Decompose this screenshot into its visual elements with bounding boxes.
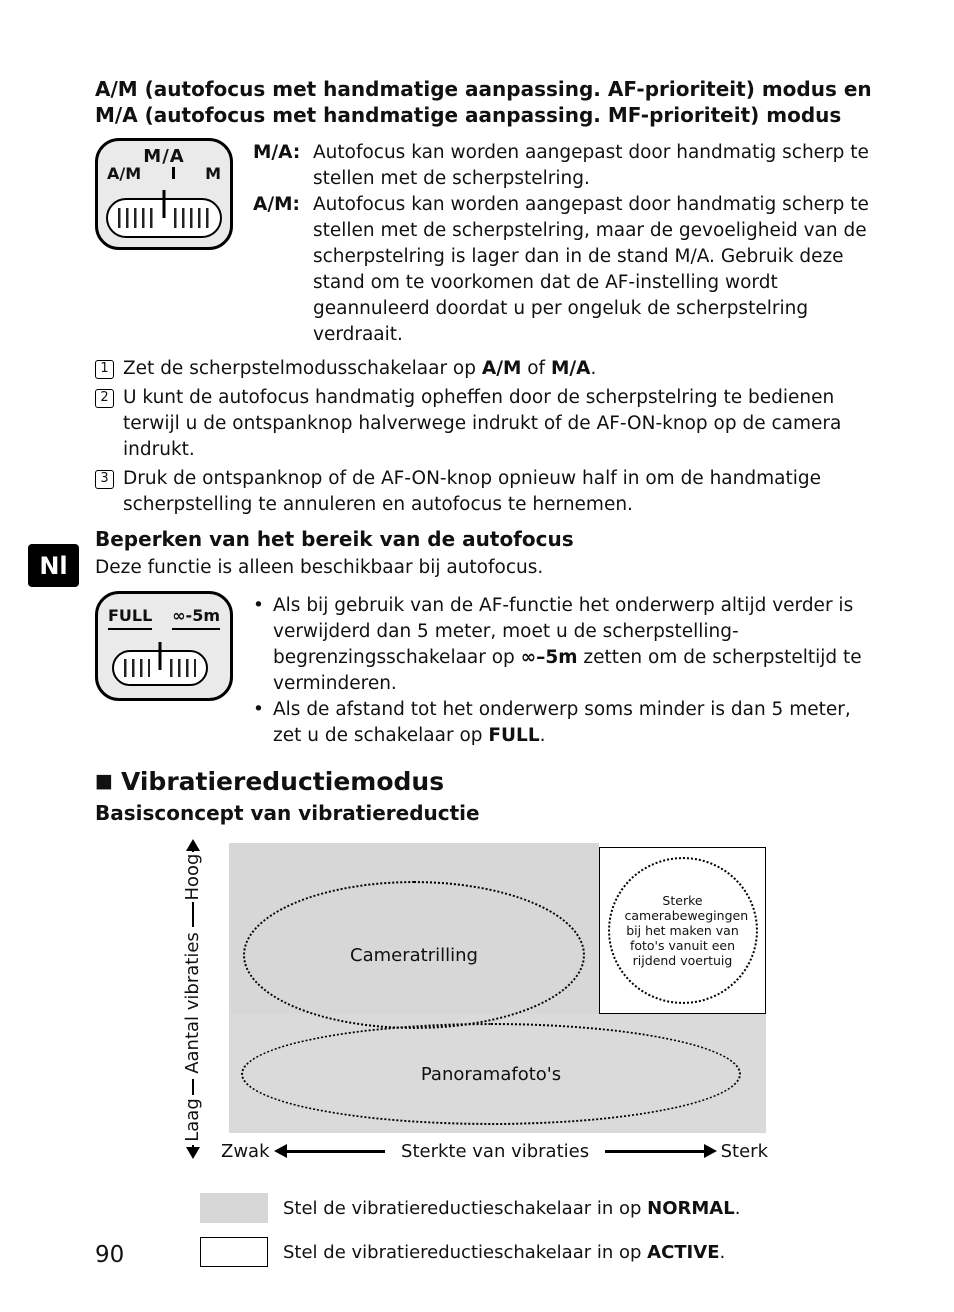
afm-section-heading: A/M (autofocus met handmatige aanpassing… <box>95 76 879 128</box>
bullet-full-range-text: Als de afstand tot het onderwerp soms mi… <box>273 697 879 749</box>
bullet-af-range-text: Als bij gebruik van de AF-functie het on… <box>273 593 879 697</box>
active-region-box: Sterke camerabewegingen bij het maken va… <box>599 847 766 1014</box>
step-1: 1 Zet de scherpstelmodusschakelaar op A/… <box>95 356 879 382</box>
afm-section: M/A A/M M M/A: Autofocus kan worden aang… <box>95 138 879 348</box>
bullet-1-pre: Als bij gebruik van de AF-functie het on… <box>273 595 854 668</box>
focus-mode-switch-illustration: M/A A/M M <box>95 138 233 250</box>
vr-subheading: Basisconcept van vibratiereductie <box>95 801 480 825</box>
step-2-text: U kunt de autofocus handmatig opheffen d… <box>123 387 842 460</box>
limit-intro-text: Deze functie is alleen beschikbaar bij a… <box>95 557 544 578</box>
bullet-marker: • <box>253 595 264 616</box>
afm-heading-line2: M/A (autofocus met handmatige aanpassing… <box>95 103 842 127</box>
slider-grip-left <box>118 208 154 228</box>
camera-shake-ellipse: Cameratrilling <box>243 881 585 1029</box>
vr-section-heading: ■ Vibratiereductiemodus <box>95 767 879 796</box>
bullet-af-range: • Als bij gebruik van de AF-functie het … <box>253 593 879 697</box>
afm-steps: 1 Zet de scherpstelmodusschakelaar op A/… <box>95 356 879 518</box>
step-3: 3 Druk de ontspanknop of de AF-ON-knop o… <box>95 466 879 518</box>
y-axis-high-label: Hoog <box>181 852 205 902</box>
section-square-marker: ■ <box>95 770 113 792</box>
vr-heading-text: Vibratiereductiemodus <box>120 767 445 796</box>
y-axis-title: Aantal vibraties <box>181 927 205 1079</box>
x-axis-arrow-right-icon <box>605 1145 717 1157</box>
limit-slider-grip-right <box>170 659 196 677</box>
ma-mode-description: M/A: Autofocus kan worden aangepast door… <box>253 140 879 192</box>
legend-active-bold: ACTIVE <box>647 1241 720 1263</box>
y-axis-arrow-down-icon <box>186 1147 200 1159</box>
page-content: A/M (autofocus met handmatige aanpassing… <box>95 76 879 1281</box>
limit-section: FULL ∞-5m • Als bij gebruik van de AF-fu… <box>95 591 879 749</box>
language-tab-badge: Nl <box>28 544 79 587</box>
step-1-text-pre: Zet de scherpstelmodusschakelaar op <box>123 358 482 379</box>
limit-slider-marker <box>158 642 162 670</box>
bullet-2-post: . <box>539 725 546 746</box>
step-3-number: 3 <box>95 470 114 489</box>
diagram-legend: Stel de vibratiereductieschakelaar in op… <box>200 1193 879 1267</box>
step-1-text-mid: of <box>521 358 551 379</box>
active-color-swatch <box>200 1237 268 1267</box>
step-2: 2 U kunt de autofocus handmatig opheffen… <box>95 385 879 463</box>
step-1-text-post: . <box>590 358 597 379</box>
bullet-2-bold: FULL <box>488 725 540 746</box>
legend-row-normal: Stel de vibratiereductieschakelaar in op… <box>200 1193 879 1223</box>
switch-position-ma-label: M/A <box>143 146 185 167</box>
switch-slider <box>106 190 222 238</box>
limit-switch-full-label: FULL <box>108 606 153 630</box>
legend-active-text: Stel de vibratiereductieschakelaar in op… <box>283 1242 725 1263</box>
panorama-ellipse: Panoramafoto's <box>241 1023 741 1125</box>
language-tab-label: Nl <box>39 551 68 580</box>
limit-switch-slider <box>112 642 208 686</box>
limit-slider-grip-left <box>124 659 150 677</box>
legend-normal-pre: Stel de vibratiereductieschakelaar in op <box>283 1197 648 1219</box>
afm-heading-line1: A/M (autofocus met handmatige aanpassing… <box>95 77 872 101</box>
camera-shake-label: Cameratrilling <box>350 944 478 966</box>
legend-active-post: . <box>719 1241 726 1263</box>
y-axis-low-label: Laag <box>181 1095 205 1145</box>
step-2-number: 2 <box>95 389 114 408</box>
switch-index-mark <box>171 167 175 179</box>
bullet-1-post: zetten om de scherpsteltijd te verminder… <box>273 647 862 694</box>
mode-descriptions: M/A: Autofocus kan worden aangepast door… <box>253 138 879 348</box>
bullet-full-range: • Als de afstand tot het onderwerp soms … <box>253 697 879 749</box>
step-1-number: 1 <box>95 360 114 379</box>
driving-shake-ellipse: Sterke camerabewegingen bij het maken va… <box>607 857 758 1004</box>
page-number: 90 <box>95 1242 125 1268</box>
slider-marker <box>162 190 166 218</box>
x-axis-weak-label: Zwak <box>221 1141 270 1162</box>
slider-grip-right <box>174 208 210 228</box>
limit-switch-inf-5m-label: ∞-5m <box>172 606 220 630</box>
am-mode-text: Autofocus kan worden aangepast door hand… <box>313 194 869 345</box>
step-1-text: Zet de scherpstelmodusschakelaar op A/M … <box>123 356 879 382</box>
x-axis-arrow-left-icon <box>273 1145 386 1157</box>
legend-normal-text: Stel de vibratiereductieschakelaar in op… <box>283 1198 740 1219</box>
focus-limit-switch-illustration: FULL ∞-5m <box>95 591 233 701</box>
legend-row-active: Stel de vibratiereductieschakelaar in op… <box>200 1237 879 1267</box>
panorama-label: Panoramafoto's <box>420 1063 562 1085</box>
bullet-marker: • <box>253 699 264 720</box>
step-3-text: Druk de ontspanknop of de AF-ON-knop opn… <box>123 468 821 515</box>
switch-scale: A/M M <box>98 164 230 183</box>
limit-section-heading: Beperken van het bereik van de autofocus <box>95 527 574 551</box>
legend-normal-bold: NORMAL <box>647 1197 735 1219</box>
switch-position-am-label: A/M <box>107 164 142 183</box>
limit-bullet-list: • Als bij gebruik van de AF-functie het … <box>253 591 879 749</box>
x-axis-title: Sterkte van vibraties <box>401 1141 590 1162</box>
ma-mode-label: M/A: <box>253 142 301 163</box>
x-axis: Zwak Sterkte van vibraties Sterk <box>221 1141 768 1162</box>
step-1-bold-ma: M/A <box>550 358 591 379</box>
ma-mode-text: Autofocus kan worden aangepast door hand… <box>313 142 869 189</box>
x-axis-strong-label: Sterk <box>720 1141 769 1162</box>
switch-position-m-label: M <box>205 164 221 183</box>
normal-color-swatch <box>200 1193 268 1223</box>
limit-switch-scale: FULL ∞-5m <box>98 606 230 630</box>
am-mode-label: A/M: <box>253 194 300 215</box>
legend-normal-post: . <box>734 1197 741 1219</box>
bullet-2-pre: Als de afstand tot het onderwerp soms mi… <box>273 699 851 746</box>
bullet-1-bold: ∞–5m <box>520 647 578 668</box>
driving-shake-label: Sterke camerabewegingen bij het maken va… <box>624 893 749 968</box>
legend-active-pre: Stel de vibratiereductieschakelaar in op <box>283 1241 648 1263</box>
step-1-bold-am: A/M <box>481 358 522 379</box>
am-mode-description: A/M: Autofocus kan worden aangepast door… <box>253 192 879 348</box>
vibration-reduction-diagram: Sterke camerabewegingen bij het maken va… <box>181 839 771 1173</box>
